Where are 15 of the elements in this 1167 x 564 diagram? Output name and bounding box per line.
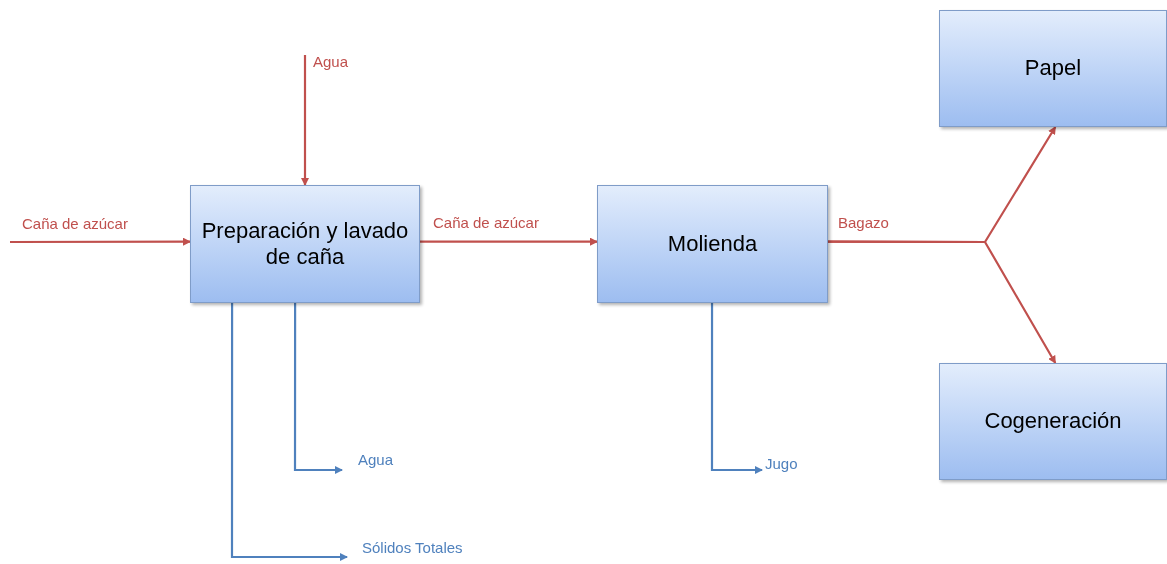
process-box [939,10,1167,127]
arrow [828,240,1057,364]
process-box [190,185,420,303]
box-label: Cogeneración [984,408,1122,435]
arrow [10,237,191,246]
box-label: Papel [1024,55,1082,82]
arrow [301,55,309,186]
box-label: Molienda [667,230,758,258]
process-box [597,185,828,303]
process-box [939,363,1167,480]
arrow [710,303,763,474]
arrow [293,303,343,474]
arrow [230,303,348,561]
box-label: Preparación y lavado de caña [200,217,410,271]
arrow [420,237,598,246]
